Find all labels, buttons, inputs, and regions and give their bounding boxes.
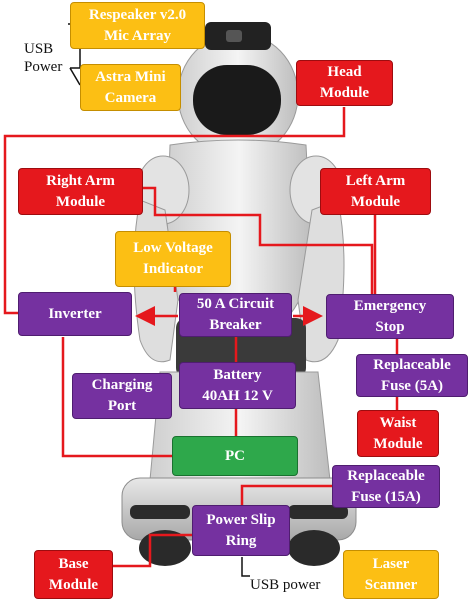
right-arm-label: Right Arm Module (46, 172, 115, 210)
wire-fuse15-slipring (240, 484, 332, 505)
wire-head-inverter (3, 107, 346, 315)
fuse-15a-box: Replaceable Fuse (15A) (332, 465, 440, 508)
fuse-15a-label: Replaceable Fuse (15A) (347, 467, 425, 505)
power-slip-ring-box: Power Slip Ring (192, 505, 290, 556)
base-module-box: Base Module (34, 550, 113, 599)
respeaker-mic-array-box: Respeaker v2.0 Mic Array (70, 2, 205, 49)
inverter-label: Inverter (48, 305, 102, 322)
inverter-box: Inverter (18, 292, 132, 336)
left-arm-label: Left Arm Module (345, 172, 406, 210)
low-voltage-label: Low Voltage Indicator (133, 240, 213, 277)
astra-camera-box: Astra Mini Camera (80, 64, 181, 111)
circuit-breaker-box: 50 A Circuit Breaker (179, 293, 292, 337)
wire-usb-bottom (241, 557, 250, 577)
battery-label: Battery 40AH 12 V (202, 366, 273, 404)
battery-box: Battery 40AH 12 V (179, 362, 296, 409)
power-slip-ring-label: Power Slip Ring (206, 511, 276, 549)
fuse-5a-label: Replaceable Fuse (5A) (373, 356, 451, 394)
circuit-breaker-label: 50 A Circuit Breaker (196, 296, 275, 333)
usb-power-label: USB Power (24, 41, 63, 75)
respeaker-label: Respeaker v2.0 Mic Array (88, 6, 187, 44)
pc-label: PC (225, 447, 245, 464)
left-arm-module-box: Left Arm Module (320, 168, 431, 215)
waist-module-box: Waist Module (357, 410, 439, 457)
charging-port-label: Charging Port (91, 377, 153, 414)
fuse-5a-box: Replaceable Fuse (5A) (356, 354, 468, 397)
charging-port-box: Charging Port (72, 373, 172, 419)
robot-visor (193, 65, 281, 135)
head-module-label: Head Module (319, 64, 370, 101)
usb-power-bottom-label: USB power (250, 577, 321, 593)
right-arm-module-box: Right Arm Module (18, 168, 143, 215)
wire-inverter-pc (61, 337, 172, 458)
pc-box: PC (172, 436, 298, 476)
astra-label: Astra Mini Camera (95, 68, 166, 106)
waist-module-label: Waist Module (373, 414, 423, 452)
wire-slipring-base (113, 533, 196, 568)
laser-scanner-box: Laser Scanner (343, 550, 439, 599)
head-module-box: Head Module (296, 60, 393, 106)
base-module-label: Base Module (48, 555, 99, 593)
laser-scanner-label: Laser Scanner (364, 555, 418, 593)
emergency-stop-box: Emergency Stop (326, 294, 454, 339)
low-voltage-indicator-box: Low Voltage Indicator (115, 231, 231, 287)
emergency-stop-label: Emergency Stop (353, 297, 427, 335)
wire-right-arm (143, 186, 374, 294)
